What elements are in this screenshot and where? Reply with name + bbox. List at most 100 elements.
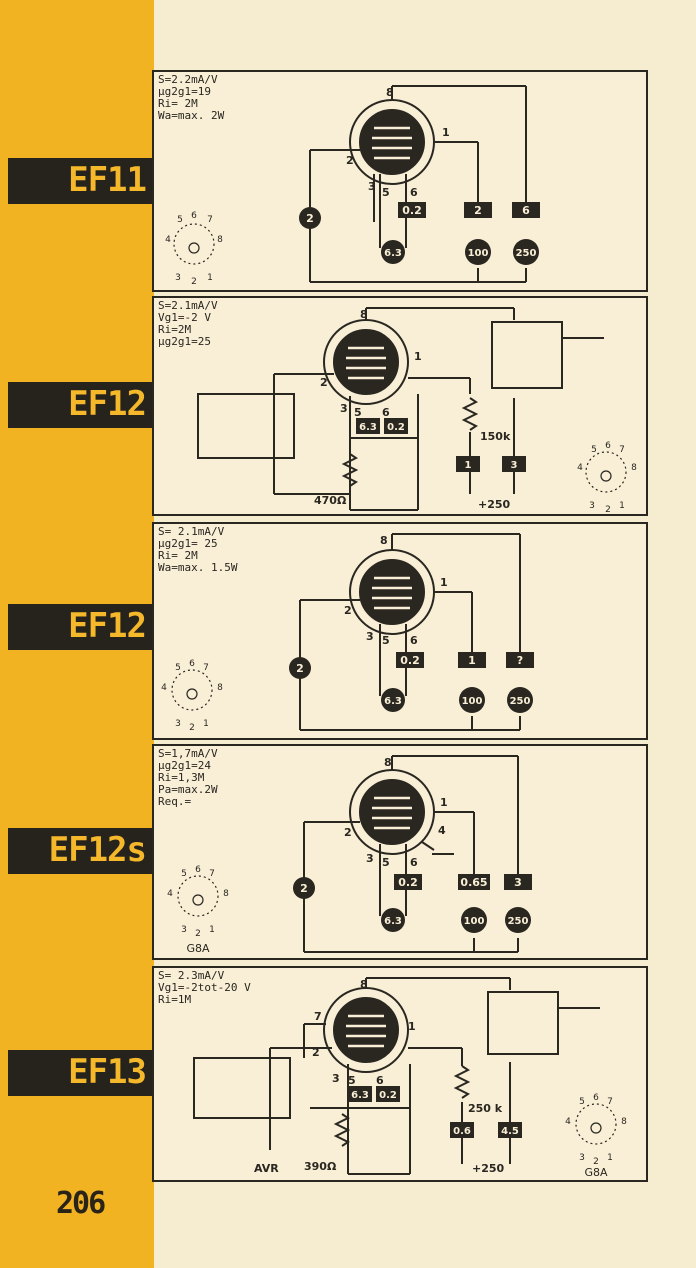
spec-line: Vg1=-2tot-20 V xyxy=(158,981,251,994)
value-box-label: 0.2 xyxy=(379,1090,397,1101)
base-pin: 3 xyxy=(181,925,187,935)
avr-label: AVR xyxy=(254,1162,279,1175)
spec-line: Vg1=-2 V xyxy=(158,311,211,324)
circle-label: 2 xyxy=(306,212,314,225)
base-pin: 6 xyxy=(605,441,611,451)
circle-label: 250 xyxy=(510,696,531,707)
circuit-panel-ef11: S=2.2mA/V μg2g1=19 Ri= 2M Wa=max. 2W xyxy=(152,70,648,292)
value-box-label: 2 xyxy=(474,204,482,217)
pin-label: 2 xyxy=(344,826,352,839)
spec-line: Ri= 2M xyxy=(158,549,198,562)
page-number: 206 xyxy=(56,1186,106,1221)
base-pin: 2 xyxy=(189,723,195,733)
pin-label: 6 xyxy=(410,634,418,647)
base-pin: 8 xyxy=(631,463,637,473)
value-box-label: ? xyxy=(517,654,523,667)
tube-label: EF12 xyxy=(68,606,147,646)
value-box xyxy=(464,202,492,218)
tube-label: EF12s xyxy=(48,830,147,870)
base-type-label: G8A xyxy=(584,1166,608,1179)
spec-line: Ri=1M xyxy=(158,993,192,1006)
schematic-drawing: 8 1 2 3 5 6 0.2 1 ? 2 6.3 100 250 5 6 7 … xyxy=(161,533,534,733)
pin-label: 2 xyxy=(346,154,354,167)
base-pin: 7 xyxy=(203,663,209,673)
spec-list: S= 2.1mA/V μg2g1= 25 Ri= 2M Wa=max. 1.5W xyxy=(158,526,237,574)
pin-label: 5 xyxy=(354,406,362,419)
base-pin: 8 xyxy=(217,683,223,693)
base-pin: 6 xyxy=(593,1093,599,1103)
value-box xyxy=(502,456,526,472)
pin-label: 3 xyxy=(366,630,374,643)
schematic-drawing: 8 1 2 3 5 6 150k 470Ω +250 6.3 0.2 1 3 5… xyxy=(197,307,637,515)
base-pin: 3 xyxy=(579,1153,585,1163)
tube-tab-ef11: EF11 xyxy=(8,158,154,204)
spec-list: S=1,7mA/V μg2g1=24 Ri=1,3M Pa=max.2W Req… xyxy=(158,748,218,808)
value-box xyxy=(450,1122,474,1138)
base-pin: 6 xyxy=(195,865,201,875)
pin-label: 8 xyxy=(360,978,368,991)
value-box xyxy=(458,652,486,668)
pin-label: 8 xyxy=(384,756,392,769)
base-pin: 5 xyxy=(181,869,187,879)
circle-label: 6.3 xyxy=(384,248,402,259)
tube-electrodes xyxy=(359,109,425,175)
bias-circle xyxy=(293,877,315,899)
pin-label: 5 xyxy=(382,856,390,869)
tube-label: EF11 xyxy=(68,160,147,200)
spec-line: S=2.1mA/V xyxy=(158,299,218,312)
pin-label: 8 xyxy=(380,534,388,547)
spec-line: S= 2.1mA/V xyxy=(158,525,225,538)
tube-base-diagram: 5 6 7 4 8 3 2 1 G8A xyxy=(565,1093,627,1179)
tube-label: EF13 xyxy=(68,1052,147,1092)
pin-label: 1 xyxy=(442,126,450,139)
schematic-drawing: 8 1 2 3 5 6 0.2 2 6 2 6.3 100 250 5 6 7 … xyxy=(165,85,540,287)
pin-label: 1 xyxy=(408,1020,416,1033)
base-pin: 5 xyxy=(175,663,181,673)
pin-label: 1 xyxy=(440,576,448,589)
pin-label: 5 xyxy=(382,634,390,647)
circle-label: 6.3 xyxy=(384,696,402,707)
value-box-label: 0.65 xyxy=(460,876,487,889)
pin-label: 2 xyxy=(312,1046,320,1059)
pin-label: 1 xyxy=(414,350,422,363)
pin-label: 6 xyxy=(382,406,390,419)
tube-tab-ef12s: EF12s xyxy=(8,828,154,874)
spec-line: μg2g1=25 xyxy=(158,335,211,348)
base-pin: 5 xyxy=(177,215,183,225)
schematic-drawing: 8 7 1 2 3 5 6 250 k 390Ω AVR +250 6.3 0.… xyxy=(193,977,627,1179)
resistor-label: 250 k xyxy=(468,1102,503,1115)
base-pin: 3 xyxy=(175,273,181,283)
base-pin: 7 xyxy=(619,445,625,455)
value-box-label: 0.2 xyxy=(398,876,418,889)
heater-circle xyxy=(381,908,405,932)
value-box-label: 4.5 xyxy=(501,1126,519,1137)
value-box-label: 6.3 xyxy=(359,422,377,433)
schematic-drawing: 8 1 2 4 3 5 6 0.2 0.65 3 2 6.3 100 250 5… xyxy=(167,755,532,955)
tube-base-diagram: 5 6 7 4 8 3 2 1 xyxy=(161,659,223,733)
value-box xyxy=(456,456,480,472)
spec-list: S=2.1mA/V Vg1=-2 V Ri=2M μg2g1=25 xyxy=(158,300,218,348)
tube-base-diagram: 5 6 7 4 8 3 2 1 G8A xyxy=(167,865,229,955)
value-box-label: 0.2 xyxy=(402,204,422,217)
spec-line: Wa=max. 1.5W xyxy=(158,561,238,574)
base-type-label: G8A xyxy=(186,942,210,955)
tube-electrodes xyxy=(359,559,425,625)
base-pin: 5 xyxy=(579,1097,585,1107)
base-pin: 1 xyxy=(209,925,215,935)
circle-label: 100 xyxy=(468,248,489,259)
base-pin: 2 xyxy=(191,277,197,287)
tube-base-diagram: 5 6 7 4 8 3 2 1 xyxy=(577,441,637,515)
value-box-label: 1 xyxy=(465,460,472,471)
circuit-panel-ef12-b: S= 2.1mA/V μg2g1= 25 Ri= 2M Wa=max. 1.5W xyxy=(152,522,648,740)
tube-electrodes xyxy=(333,997,399,1063)
spec-line: Ri= 2M xyxy=(158,97,198,110)
tube-tab-ef12-b: EF12 xyxy=(8,604,154,650)
pin-label: 2 xyxy=(320,376,328,389)
tube-tab-ef13: EF13 xyxy=(8,1050,154,1096)
tube-electrodes xyxy=(333,329,399,395)
bias-circle xyxy=(289,657,311,679)
circle-label: 6.3 xyxy=(384,916,402,927)
supply-label: +250 xyxy=(478,498,511,511)
pin-label: 1 xyxy=(440,796,448,809)
supply-circle xyxy=(505,907,531,933)
